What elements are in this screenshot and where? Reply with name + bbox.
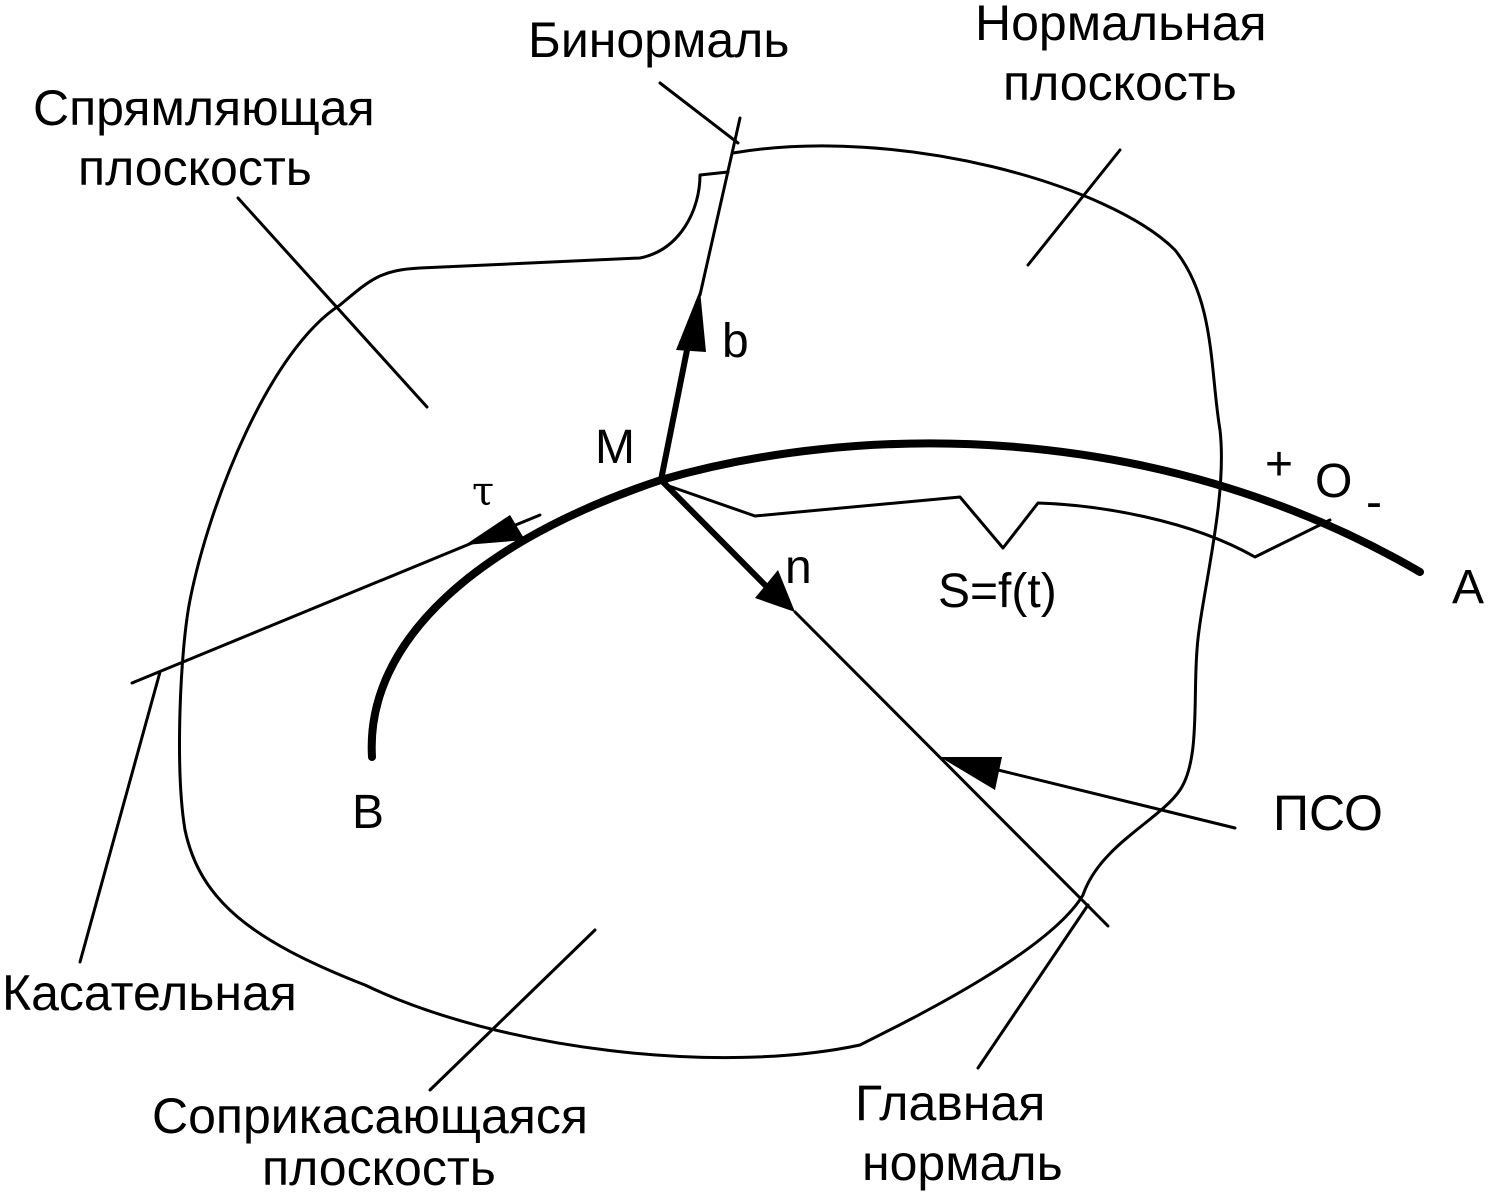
rectifying-plane-label-line1: Спрямляющая xyxy=(33,80,375,136)
point-m-label: M xyxy=(595,421,635,474)
normal-plane-label-line2: плоскость xyxy=(1003,55,1237,111)
principal-normal-label-line1: Главная xyxy=(855,1075,1045,1131)
normal-plane-leader xyxy=(1026,148,1122,267)
binormal-leader xyxy=(658,81,740,145)
rectifying-plane-label-line2: плоскость xyxy=(78,140,312,196)
tangent-label: Касательная xyxy=(2,965,297,1021)
arc-length-brace xyxy=(664,483,1332,559)
vector-b-label: b xyxy=(722,315,749,368)
principal-normal-label-line2: нормаль xyxy=(862,1135,1063,1191)
rectifying-plane-leader xyxy=(236,196,429,409)
vector-b xyxy=(658,342,691,483)
minus-sign: - xyxy=(1366,476,1382,529)
point-a-label: A xyxy=(1452,561,1484,614)
osculating-plane-label-line2: плоскость xyxy=(262,1140,496,1193)
binormal-axis xyxy=(698,116,742,297)
osculating-plane-label-line1: Соприкасающаяся xyxy=(152,1088,588,1144)
principal-normal-leader xyxy=(976,903,1090,1070)
vector-tau-arrowhead xyxy=(465,515,525,545)
origin-o-label: O xyxy=(1315,455,1352,508)
osculating-plane-leader xyxy=(428,928,597,1092)
trajectory-curve xyxy=(367,439,1424,761)
vector-n-label: n xyxy=(785,541,812,594)
arc-length-law-label: S=f(t) xyxy=(938,565,1057,618)
principal-normal-line xyxy=(793,610,1110,928)
binormal-label: Бинормаль xyxy=(528,12,789,68)
normal-plane-label-line1: Нормальная xyxy=(975,0,1267,51)
vector-n xyxy=(658,477,768,588)
pso-arrowhead xyxy=(940,757,1002,790)
pso-arrow-line xyxy=(988,766,1237,830)
point-b-label: B xyxy=(352,786,384,839)
tangent-leader xyxy=(78,670,162,964)
vector-b-arrowhead xyxy=(676,290,706,352)
plus-sign: + xyxy=(1265,438,1293,491)
pso-label: ПСО xyxy=(1273,785,1383,841)
vector-n-arrowhead xyxy=(755,570,795,612)
vector-tau-label: τ xyxy=(472,469,494,515)
normal-plane-outline xyxy=(178,144,1223,1060)
